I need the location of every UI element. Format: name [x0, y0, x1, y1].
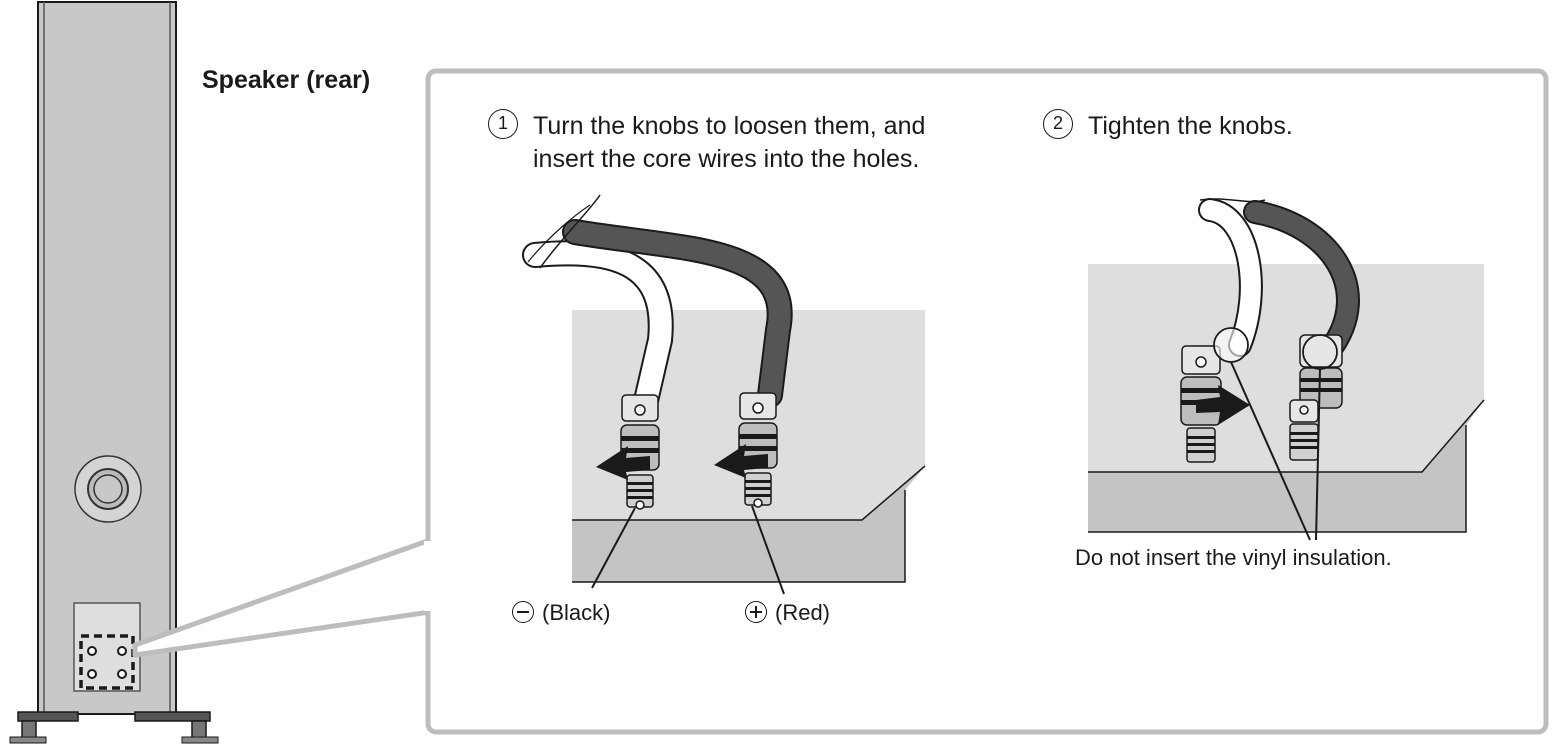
step2-illustration [1088, 198, 1485, 541]
step2-number: 2 [1043, 109, 1073, 140]
step2-text: Tighten the knobs. [1088, 112, 1293, 140]
step1-illustration [522, 194, 926, 595]
minus-icon [512, 601, 534, 624]
speaker-rear-title: Speaker (rear) [202, 66, 371, 94]
negative-terminal-label: (Black) [512, 600, 610, 626]
step1-instruction: 1 Turn the knobs to loosen them, and inse… [488, 109, 1008, 176]
terminal-plate [73, 602, 141, 692]
speaker-cabinet [9, 1, 219, 744]
bass-port [74, 455, 142, 523]
step2-instruction: 2 Tighten the knobs. [1043, 109, 1293, 143]
callout-connector [132, 537, 433, 658]
positive-terminal-label: (Red) [745, 600, 830, 626]
plus-icon [745, 601, 767, 624]
positive-label-text: (Red) [775, 600, 831, 625]
step1-line2: insert the core wires into the holes. [533, 145, 920, 173]
step1-line1: Turn the knobs to loosen them, and [533, 112, 926, 140]
negative-label-text: (Black) [542, 600, 611, 625]
step1-number: 1 [488, 109, 518, 140]
warning-label: Do not insert the vinyl insulation. [1075, 545, 1392, 570]
